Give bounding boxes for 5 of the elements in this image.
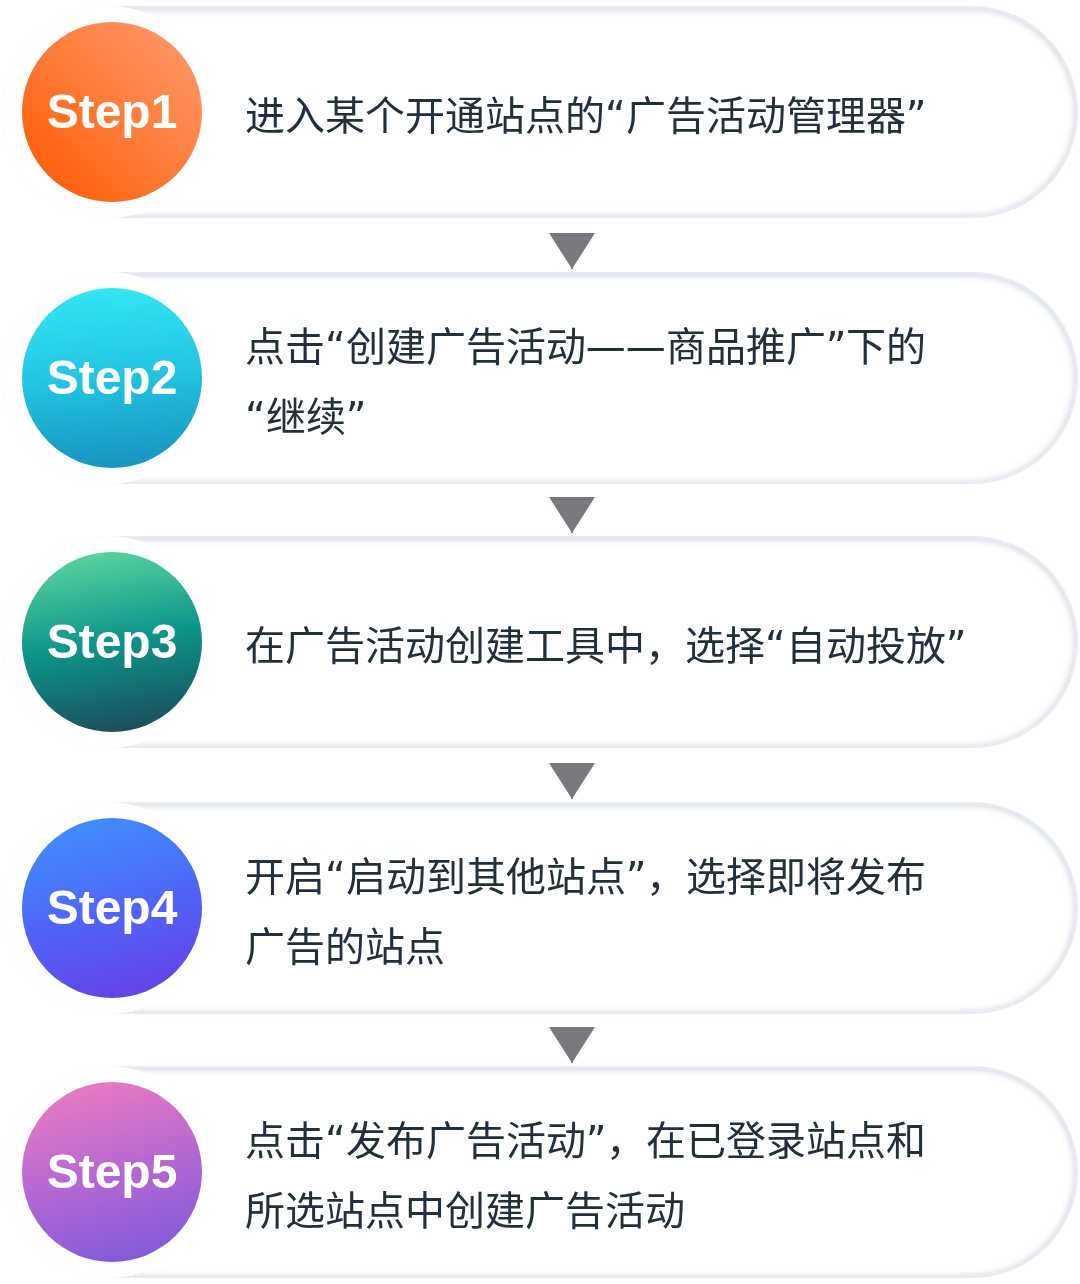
step-description: 开启“启动到其他站点”，选择即将发布广告的站点 — [245, 853, 928, 972]
step-description: 进入某个开通站点的“广告活动管理器” — [245, 92, 928, 141]
step-description: 点击“创建广告活动——商品推广”下的“继续” — [245, 323, 928, 442]
step-description: 在广告活动创建工具中，选择“自动投放” — [245, 622, 968, 671]
step-description: 点击“发布广告活动”，在已登录站点和所选站点中创建广告活动 — [245, 1117, 928, 1236]
